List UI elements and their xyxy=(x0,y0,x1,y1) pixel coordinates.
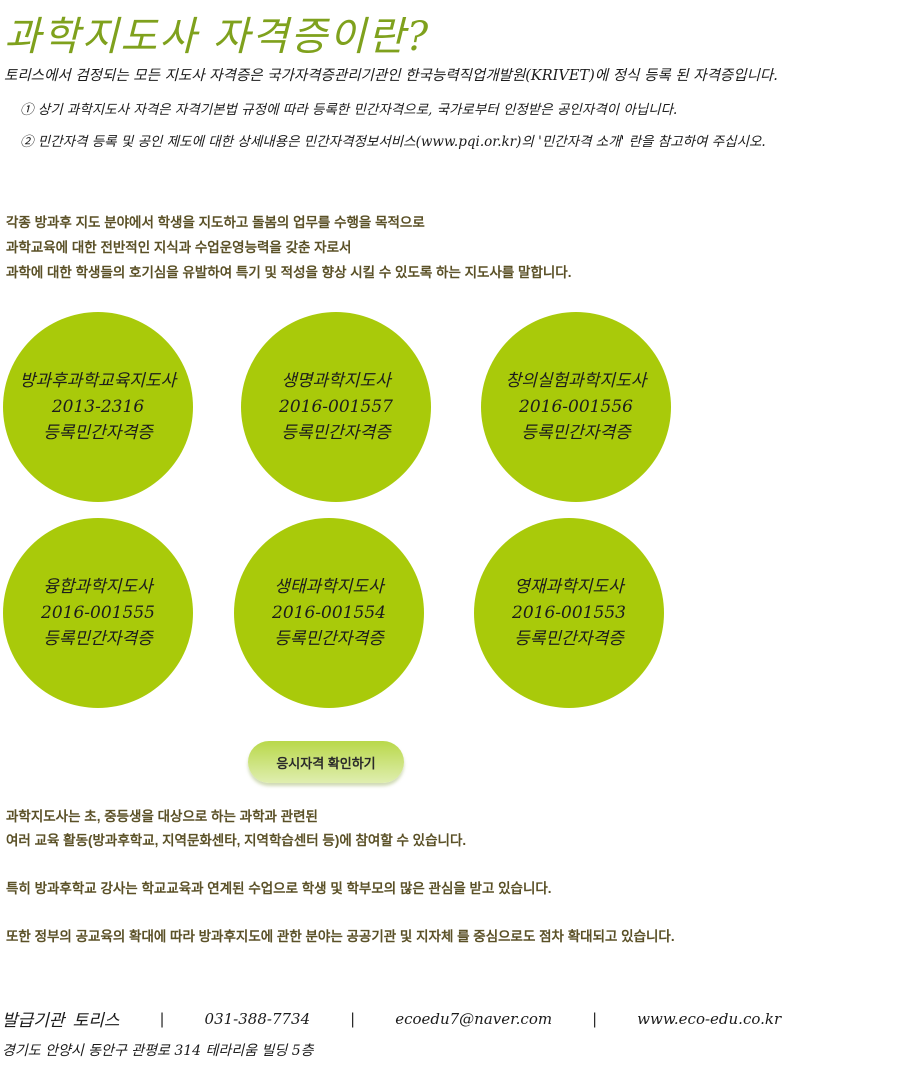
certificate-number: 2013-2316 xyxy=(51,397,145,417)
certificate-status: 등록민간자격증 xyxy=(43,629,153,649)
certificate-name: 방과후과학교육지도사 xyxy=(19,371,177,391)
certificate-status: 등록민간자격증 xyxy=(43,423,153,443)
certificate-name: 융합과학지도사 xyxy=(43,577,153,597)
certificate-number: 2016-001555 xyxy=(41,603,155,623)
certificate-circle: 창의실험과학지도사 2016-001556 등록민간자격증 xyxy=(481,312,671,502)
footer-separator: | xyxy=(159,1009,165,1028)
certificate-status: 등록민간자격증 xyxy=(521,423,631,443)
certificate-status: 등록민간자격증 xyxy=(281,423,391,443)
body-line: 과학지도사는 초, 중등생을 대상으로 하는 과학과 관련된 xyxy=(6,809,318,824)
certificate-number: 2016-001554 xyxy=(272,603,386,623)
body-text: 과학지도사는 초, 중등생을 대상으로 하는 과학과 관련된 여러 교육 활동(… xyxy=(6,805,766,949)
footer-separator: | xyxy=(592,1009,598,1028)
note-1: ① 상기 과학지도사 자격은 자격기본법 규정에 따라 등록한 민간자격으로, … xyxy=(20,102,678,118)
footer-website: www.eco-edu.co.kr xyxy=(637,1009,782,1028)
certificate-name: 영재과학지도사 xyxy=(514,577,624,597)
certificate-circle: 융합과학지도사 2016-001555 등록민간자격증 xyxy=(3,518,193,708)
certificate-circle: 생명과학지도사 2016-001557 등록민간자격증 xyxy=(241,312,431,502)
certificate-name: 창의실험과학지도사 xyxy=(505,371,647,391)
issuer-label: 발급기관 xyxy=(2,1011,65,1031)
description-line: 각종 방과후 지도 분야에서 학생을 지도하고 돌봄의 업무를 수행을 목적으로 xyxy=(6,215,425,230)
footer-address: 경기도 안양시 동안구 관평로 314 테라리움 빌딩 5층 xyxy=(2,1043,314,1059)
description-line: 과학교육에 대한 전반적인 지식과 수업운영능력을 갖춘 자로서 xyxy=(6,240,352,255)
body-line: 특히 방과후학교 강사는 학교교육과 연계된 수업으로 학생 및 학부모의 많은… xyxy=(6,881,552,896)
certificate-circle: 생태과학지도사 2016-001554 등록민간자격증 xyxy=(234,518,424,708)
description: 각종 방과후 지도 분야에서 학생을 지도하고 돌봄의 업무를 수행을 목적으로… xyxy=(6,210,766,285)
certificate-number: 2016-001553 xyxy=(512,603,626,623)
body-line: 여러 교육 활동(방과후학교, 지역문화센타, 지역학습센터 등)에 참여할 수… xyxy=(6,833,467,848)
certificate-number: 2016-001556 xyxy=(519,397,633,417)
page-title: 과학지도사 자격증이란? xyxy=(4,14,431,60)
intro-text: 토리스에서 검정되는 모든 지도사 자격증은 국가자격증관리기관인 한국능력직업… xyxy=(4,68,778,84)
description-line: 과학에 대한 학생들의 호기심을 유발하여 특기 및 적성을 향상 시킬 수 있… xyxy=(6,265,572,280)
check-eligibility-button[interactable]: 응시자격 확인하기 xyxy=(248,741,404,783)
certificate-status: 등록민간자격증 xyxy=(274,629,384,649)
footer-separator: | xyxy=(350,1009,356,1028)
certificate-circle: 방과후과학교육지도사 2013-2316 등록민간자격증 xyxy=(3,312,193,502)
certificate-name: 생태과학지도사 xyxy=(274,577,384,597)
note-2: ② 민간자격 등록 및 공인 제도에 대한 상세내용은 민간자격정보서비스(ww… xyxy=(20,134,766,150)
footer-email: ecoedu7@naver.com xyxy=(395,1009,553,1028)
body-line: 또한 정부의 공교육의 확대에 따라 방과후지도에 관한 분야는 공공기관 및 … xyxy=(6,929,675,944)
certificate-status: 등록민간자격증 xyxy=(514,629,624,649)
certificate-name: 생명과학지도사 xyxy=(281,371,391,391)
certificate-circle: 영재과학지도사 2016-001553 등록민간자격증 xyxy=(474,518,664,708)
footer-contact: 발급기관 토리스 | 031-388-7734 | ecoedu7@naver.… xyxy=(2,1006,782,1032)
certificate-number: 2016-001557 xyxy=(279,397,393,417)
issuer-name: 토리스 xyxy=(72,1011,120,1031)
footer-phone: 031-388-7734 xyxy=(204,1009,311,1028)
